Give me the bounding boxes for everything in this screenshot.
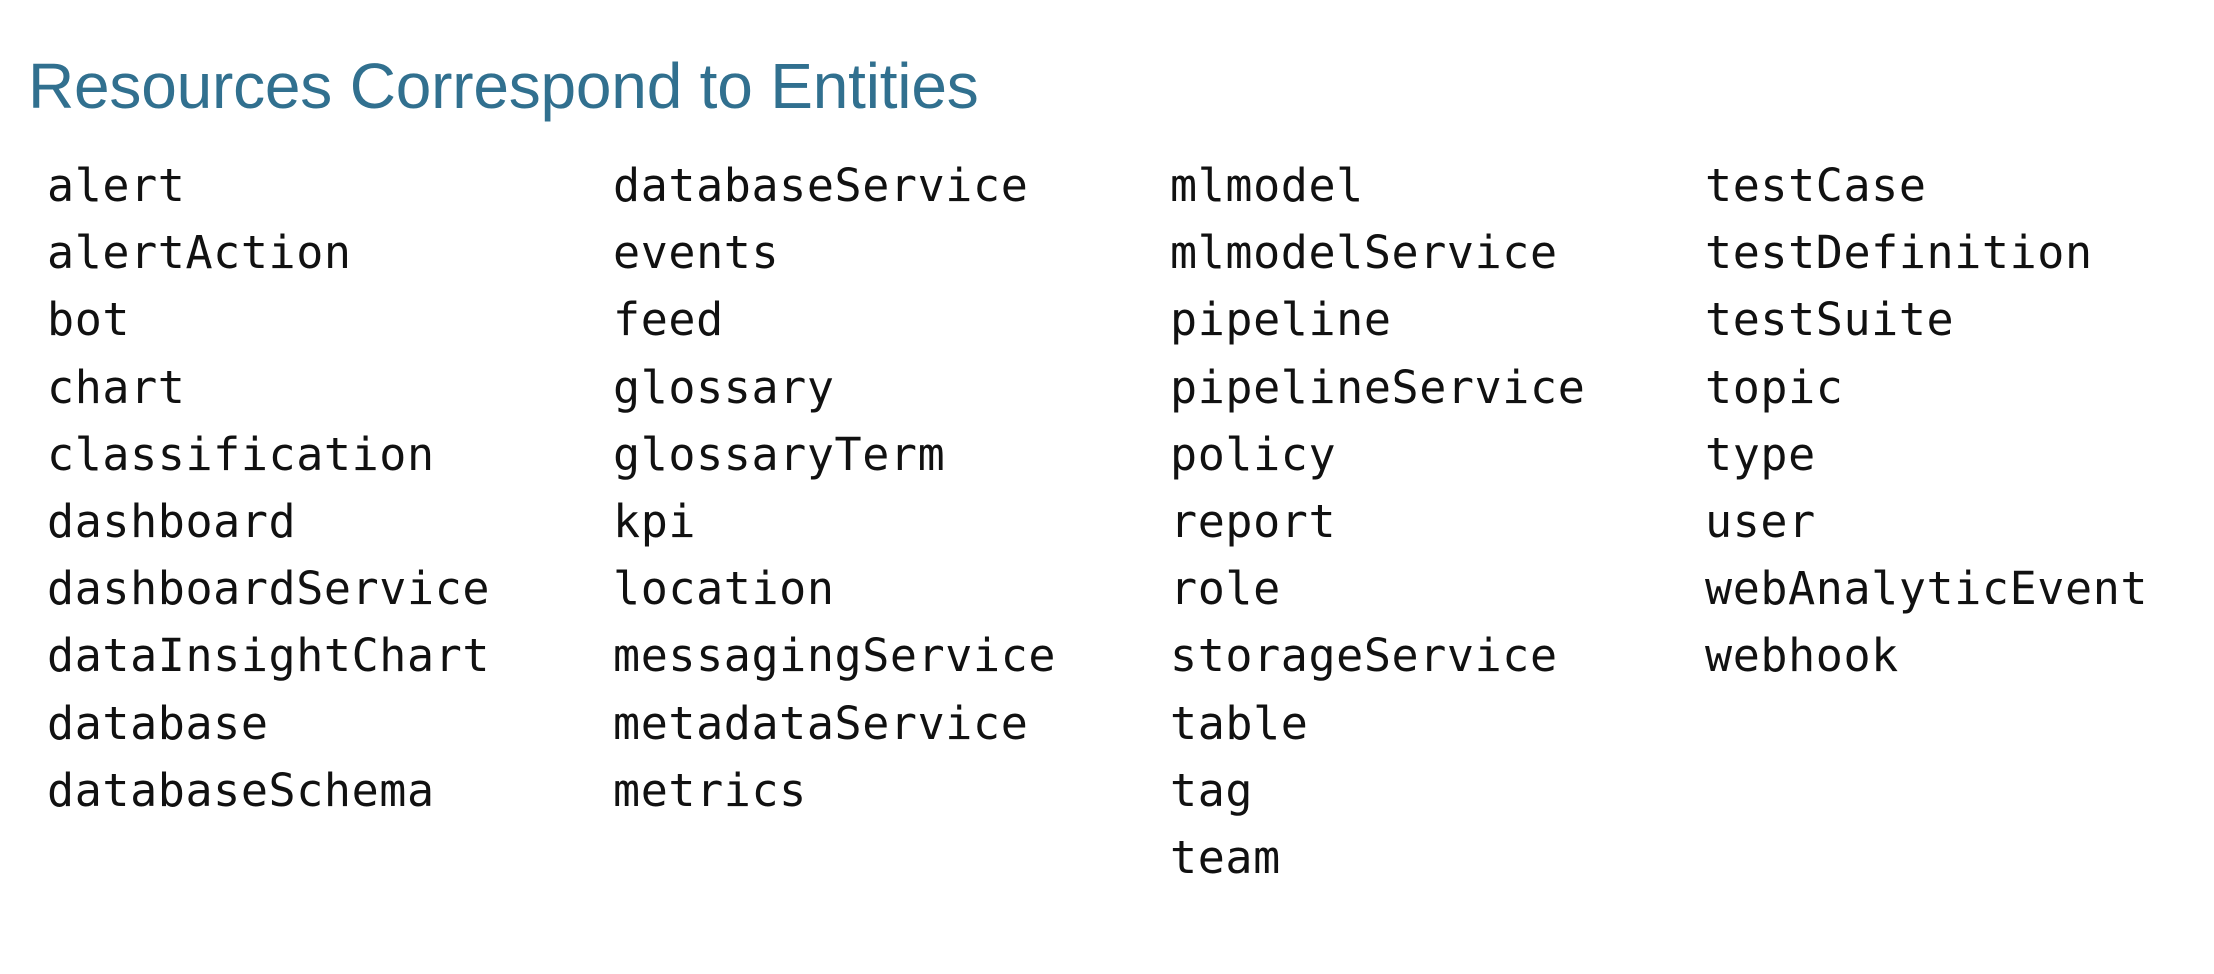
entity-item: bot (47, 293, 131, 347)
entity-item: topic (1705, 360, 1844, 414)
entity-item: glossaryTerm (613, 427, 946, 481)
entity-item: mlmodelService (1170, 226, 1558, 280)
entity-item: dataInsightChart (47, 629, 491, 683)
entity-column-1: alert alertAction bot chart classificati… (47, 152, 613, 824)
entity-item: role (1170, 562, 1281, 616)
entity-item: testSuite (1705, 293, 1955, 347)
entity-item: team (1170, 830, 1281, 884)
entity-item: database (47, 696, 269, 750)
entity-item: dashboard (47, 494, 297, 548)
entity-item: kpi (613, 494, 697, 548)
entity-item: metrics (613, 763, 807, 817)
entity-item: metadataService (613, 696, 1029, 750)
entity-item: tag (1170, 763, 1254, 817)
entity-column-4: testCase testDefinition testSuite topic … (1705, 152, 2214, 690)
entity-item: dashboardService (47, 562, 491, 616)
entity-item: report (1170, 494, 1337, 548)
entity-item: events (613, 226, 780, 280)
entity-item: glossary (613, 360, 835, 414)
entity-item: pipeline (1170, 293, 1392, 347)
entity-item: policy (1170, 427, 1337, 481)
entity-item: databaseSchema (47, 763, 435, 817)
entity-item: databaseService (613, 159, 1029, 212)
entity-item: chart (47, 360, 186, 414)
entity-item: webhook (1705, 629, 1899, 683)
entity-item: pipelineService (1170, 360, 1586, 414)
entity-item: location (613, 562, 835, 616)
entity-item: testDefinition (1705, 226, 2093, 280)
entity-item: user (1705, 494, 1816, 548)
entity-item: testCase (1705, 159, 1927, 212)
entity-item: alertAction (47, 226, 352, 280)
entity-column-3: mlmodel mlmodelService pipeline pipeline… (1170, 152, 1705, 891)
entity-column-2: databaseService events feed glossary glo… (613, 152, 1170, 824)
entity-item: classification (47, 427, 435, 481)
entity-item: type (1705, 427, 1816, 481)
entity-item: webAnalyticEvent (1705, 562, 2149, 616)
page-title: Resources Correspond to Entities (28, 49, 979, 122)
entity-item: mlmodel (1170, 159, 1364, 212)
entity-item: storageService (1170, 629, 1558, 683)
entity-item: table (1170, 696, 1309, 750)
entity-item: feed (613, 293, 724, 347)
entity-list-grid: alert alertAction bot chart classificati… (0, 152, 2214, 891)
entity-item: messagingService (613, 629, 1057, 683)
entity-item: alert (47, 159, 186, 212)
